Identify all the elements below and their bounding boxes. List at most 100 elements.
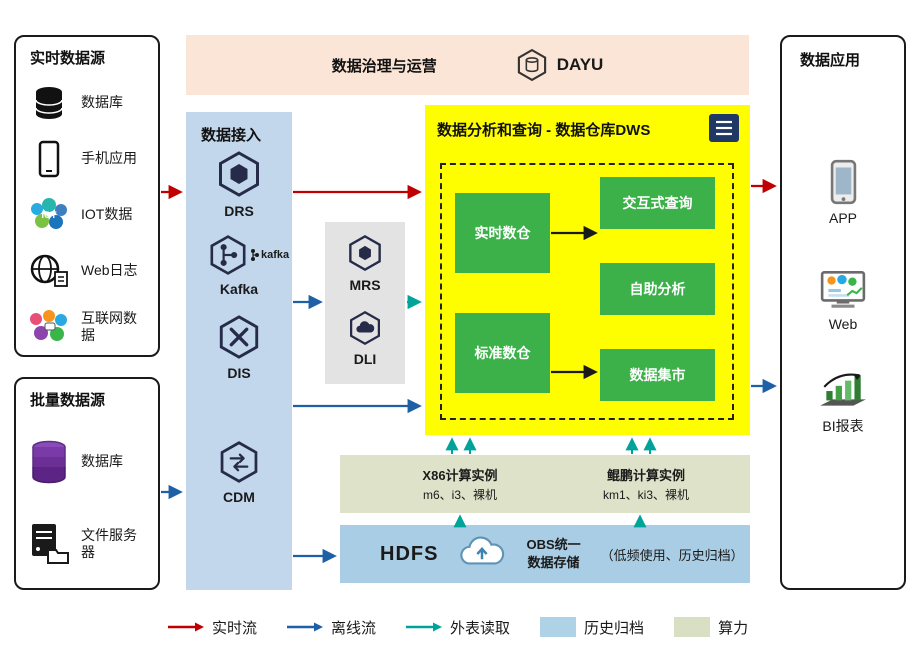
data-access-panel: 数据接入 DRS Kafka kafka DIS CDM xyxy=(186,112,292,590)
source-item-file-server: 文件服务器 xyxy=(16,503,158,585)
legend-label: 外表读取 xyxy=(450,619,511,637)
app-item-app: APP xyxy=(782,159,904,226)
database-stack-icon xyxy=(26,439,72,485)
mobile-phone-icon xyxy=(26,140,72,178)
source-item-mobile: 手机应用 xyxy=(16,131,158,187)
service-mrs: MRS xyxy=(325,234,405,293)
batch-sources-panel: 批量数据源 数据库 文件服务器 xyxy=(14,377,160,590)
service-label: DRS xyxy=(224,203,254,219)
service-label: DLI xyxy=(353,351,377,367)
dayu-brand: DAYU xyxy=(515,48,604,82)
service-label: DIS xyxy=(227,365,251,381)
governance-title: 数据治理与运营 xyxy=(331,57,437,75)
legend-realtime-flow: 实时流 xyxy=(168,617,257,638)
kunpeng-compute-group: 鲲鹏计算实例 km1、ki3、裸机 xyxy=(556,455,736,513)
processing-panel: MRS DLI xyxy=(325,222,405,384)
legend-offline-flow: 离线流 xyxy=(287,617,376,638)
applications-title: 数据应用 xyxy=(800,52,861,69)
app-label: Web xyxy=(828,316,858,332)
service-dli: DLI xyxy=(325,310,405,367)
source-label: 文件服务器 xyxy=(81,526,137,561)
file-server-icon xyxy=(26,522,72,566)
warehouse-panel: 数据分析和查询 - 数据仓库DWS 实时数仓 标准数仓 交互式查询 自助分析 数… xyxy=(425,105,750,435)
iot-icon: IOT xyxy=(26,197,72,233)
realtime-sources-panel: 实时数据源 数据库 手机应用 IOT IOT数据 xyxy=(14,35,160,357)
offline-flow-arrow-icon xyxy=(287,622,324,632)
module-self-service-analysis: 自助分析 xyxy=(600,263,715,315)
source-label: 手机应用 xyxy=(81,150,137,167)
service-drs: DRS xyxy=(186,150,292,219)
module-realtime-warehouse: 实时数仓 xyxy=(455,193,550,273)
app-label: BI报表 xyxy=(822,418,864,434)
storage-panel: HDFS OBS统一 数据存储 （低频使用、历史归档） xyxy=(340,525,750,583)
service-cdm: CDM xyxy=(186,440,292,505)
app-item-web: Web xyxy=(782,269,904,332)
app-item-bi: BI报表 xyxy=(782,369,904,436)
legend-label: 离线流 xyxy=(331,619,377,637)
x86-title: X86计算实例 xyxy=(422,468,498,483)
warehouse-inner-boundary xyxy=(440,163,734,420)
drs-icon xyxy=(219,151,259,197)
source-item-iot: IOT IOT数据 xyxy=(16,187,158,243)
source-item-weblog: Web日志 xyxy=(16,243,158,299)
module-standard-warehouse: 标准数仓 xyxy=(455,313,550,393)
dli-icon xyxy=(350,310,380,346)
batch-sources-title: 批量数据源 xyxy=(30,392,106,409)
legend-history-archive: 历史归档 xyxy=(540,617,644,638)
external-read-arrow-icon xyxy=(406,622,443,632)
legend-label: 历史归档 xyxy=(584,619,645,637)
source-label: 互联网数据 xyxy=(81,309,137,344)
service-label: CDM xyxy=(223,489,255,505)
bi-report-icon xyxy=(820,373,866,406)
module-interactive-query: 交互式查询 xyxy=(600,177,715,229)
legend-label: 算力 xyxy=(718,619,749,637)
source-label: IOT数据 xyxy=(81,206,133,223)
obs-line2: 数据存储 xyxy=(527,555,580,570)
cdm-icon xyxy=(220,441,258,483)
kunpeng-instances: km1、ki3、裸机 xyxy=(602,488,689,502)
compute-panel: X86计算实例 m6、i3、裸机 鲲鹏计算实例 km1、ki3、裸机 xyxy=(340,455,750,513)
app-icon xyxy=(830,159,856,205)
kafka-wordmark: kafka xyxy=(249,248,289,262)
service-dis: DIS xyxy=(186,314,292,381)
service-label: MRS xyxy=(349,277,381,293)
source-item-database: 数据库 xyxy=(16,75,158,131)
internet-data-icon xyxy=(26,309,72,345)
module-data-mart: 数据集市 xyxy=(600,349,715,401)
web-browser-icon xyxy=(820,270,866,308)
report-doc-icon xyxy=(708,113,740,148)
legend-external-read: 外表读取 xyxy=(406,617,510,638)
realtime-sources-title: 实时数据源 xyxy=(30,50,106,67)
dayu-label: DAYU xyxy=(556,55,604,74)
legend: 实时流 离线流 外表读取 历史归档 算力 xyxy=(168,612,748,642)
obs-note: （低频使用、历史归档） xyxy=(600,547,744,563)
web-log-icon xyxy=(26,253,72,289)
kafka-icon xyxy=(210,235,246,275)
source-item-batch-database: 数据库 xyxy=(16,421,158,503)
hdfs-label: HDFS xyxy=(380,542,439,565)
obs-cloud-icon xyxy=(458,535,506,574)
kafka-wordmark-text: kafka xyxy=(261,249,290,261)
mrs-icon xyxy=(349,235,381,271)
legend-label: 实时流 xyxy=(212,619,258,637)
obs-line1: OBS统一 xyxy=(526,537,581,553)
applications-panel: 数据应用 APP Web BI报表 xyxy=(780,35,906,590)
dayu-icon xyxy=(517,48,546,82)
legend-compute-power: 算力 xyxy=(674,617,748,638)
svg-text:IOT: IOT xyxy=(42,210,58,220)
app-label: APP xyxy=(828,210,857,226)
x86-instances: m6、i3、裸机 xyxy=(422,488,497,502)
source-item-internet: 互联网数据 xyxy=(16,299,158,355)
x86-compute-group: X86计算实例 m6、i3、裸机 xyxy=(370,455,550,513)
kafka-logo-icon xyxy=(251,249,259,261)
data-access-title: 数据接入 xyxy=(201,127,262,144)
governance-banner: 数据治理与运营 DAYU xyxy=(186,35,749,95)
compute-swatch xyxy=(674,617,711,637)
source-label: 数据库 xyxy=(81,94,123,111)
warehouse-title: 数据分析和查询 - 数据仓库DWS xyxy=(437,122,651,139)
kunpeng-title: 鲲鹏计算实例 xyxy=(606,468,685,483)
realtime-flow-arrow-icon xyxy=(168,622,204,632)
service-kafka: Kafka xyxy=(186,234,292,297)
database-icon xyxy=(26,85,72,121)
